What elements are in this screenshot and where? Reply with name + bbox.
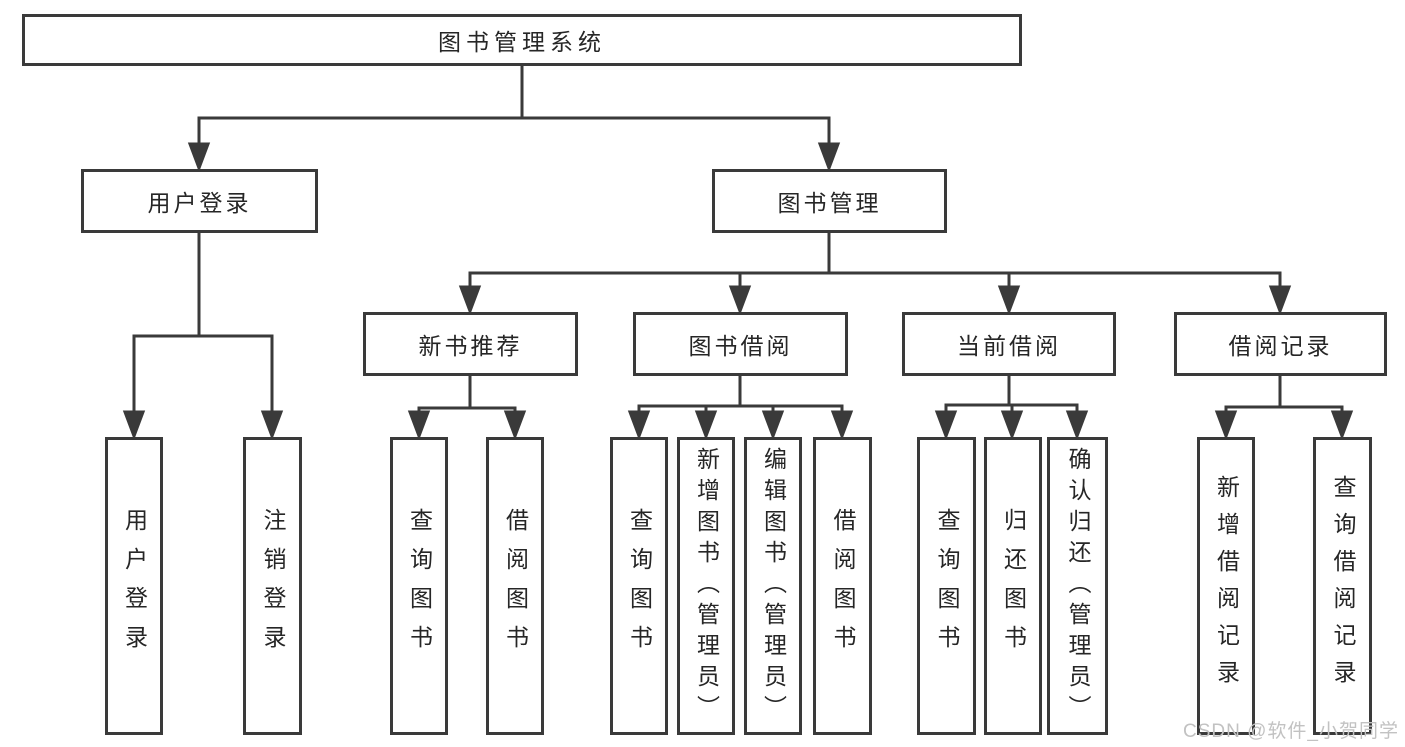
arrowhead bbox=[1268, 285, 1292, 316]
leaf-user-login-label: 用户登录 bbox=[121, 508, 148, 664]
leaf-return-books: 归还图书 bbox=[984, 437, 1042, 735]
arrowhead bbox=[997, 285, 1021, 316]
node-current-borrowing: 当前借阅 bbox=[902, 312, 1116, 376]
node-book-management-label: 图书管理 bbox=[777, 190, 882, 216]
arrowhead bbox=[260, 410, 284, 441]
leaf-query-borrow-record: 查询借阅记录 bbox=[1313, 437, 1372, 735]
arrowhead bbox=[627, 410, 651, 441]
node-root-label: 图书管理系统 bbox=[438, 29, 606, 55]
leaf-confirm-return-admin: 确认归还（管理员） bbox=[1047, 437, 1108, 735]
node-borrowing-records: 借阅记录 bbox=[1174, 312, 1387, 376]
arrowhead bbox=[503, 410, 527, 441]
leaf-borrow-books-1: 借阅图书 bbox=[486, 437, 544, 735]
arrowhead bbox=[1000, 410, 1024, 441]
arrowhead bbox=[694, 410, 718, 441]
node-new-book-recommendation-label: 新书推荐 bbox=[418, 333, 523, 359]
arrowhead bbox=[407, 410, 431, 441]
leaf-query-books-1: 查询图书 bbox=[390, 437, 448, 735]
leaf-add-borrow-record-label: 新增借阅记录 bbox=[1213, 475, 1240, 697]
leaf-query-books-3-label: 查询图书 bbox=[934, 508, 960, 664]
connectors bbox=[122, 64, 1354, 441]
arrowhead bbox=[187, 142, 211, 173]
leaf-logout: 注销登录 bbox=[243, 437, 302, 735]
arrowhead bbox=[934, 410, 958, 441]
leaf-add-books-admin-label: 新增图书（管理员） bbox=[693, 446, 720, 726]
arrowhead bbox=[122, 410, 146, 441]
leaf-query-borrow-record-label: 查询借阅记录 bbox=[1330, 475, 1356, 697]
node-root: 图书管理系统 bbox=[22, 14, 1022, 66]
arrowhead bbox=[1330, 410, 1354, 441]
node-current-borrowing-label: 当前借阅 bbox=[957, 333, 1061, 359]
arrowhead bbox=[830, 410, 854, 441]
node-borrowing-records-label: 借阅记录 bbox=[1228, 333, 1333, 359]
leaf-borrow-books-2-label: 借阅图书 bbox=[830, 508, 856, 664]
node-book-management: 图书管理 bbox=[712, 169, 947, 233]
leaf-add-books-admin: 新增图书（管理员） bbox=[677, 437, 735, 735]
leaf-return-books-label: 归还图书 bbox=[1000, 508, 1027, 664]
leaf-borrow-books-2: 借阅图书 bbox=[813, 437, 872, 735]
node-user-login: 用户登录 bbox=[81, 169, 318, 233]
arrowhead bbox=[761, 410, 785, 441]
leaf-confirm-return-admin-label: 确认归还（管理员） bbox=[1065, 446, 1091, 726]
leaf-edit-books-admin: 编辑图书（管理员） bbox=[744, 437, 802, 735]
arrowhead bbox=[817, 142, 841, 173]
leaf-query-books-1-label: 查询图书 bbox=[406, 508, 433, 664]
arrowhead bbox=[1065, 410, 1089, 441]
leaf-query-books-2: 查询图书 bbox=[610, 437, 668, 735]
leaf-edit-books-admin-label: 编辑图书（管理员） bbox=[760, 446, 787, 726]
node-new-book-recommendation: 新书推荐 bbox=[363, 312, 578, 376]
arrowhead bbox=[728, 285, 752, 316]
leaf-query-books-3: 查询图书 bbox=[917, 437, 976, 735]
node-book-borrowing: 图书借阅 bbox=[633, 312, 848, 376]
node-user-login-label: 用户登录 bbox=[147, 190, 252, 216]
leaf-add-borrow-record: 新增借阅记录 bbox=[1197, 437, 1255, 735]
node-book-borrowing-label: 图书借阅 bbox=[688, 333, 793, 359]
arrowhead bbox=[458, 285, 482, 316]
leaf-query-books-2-label: 查询图书 bbox=[626, 508, 653, 664]
arrowhead bbox=[1214, 410, 1238, 441]
leaf-user-login: 用户登录 bbox=[105, 437, 163, 735]
leaf-borrow-books-1-label: 借阅图书 bbox=[502, 508, 529, 664]
csdn-watermark: CSDN @软件_小贺同学 bbox=[1183, 721, 1399, 742]
leaf-logout-label: 注销登录 bbox=[260, 508, 286, 664]
